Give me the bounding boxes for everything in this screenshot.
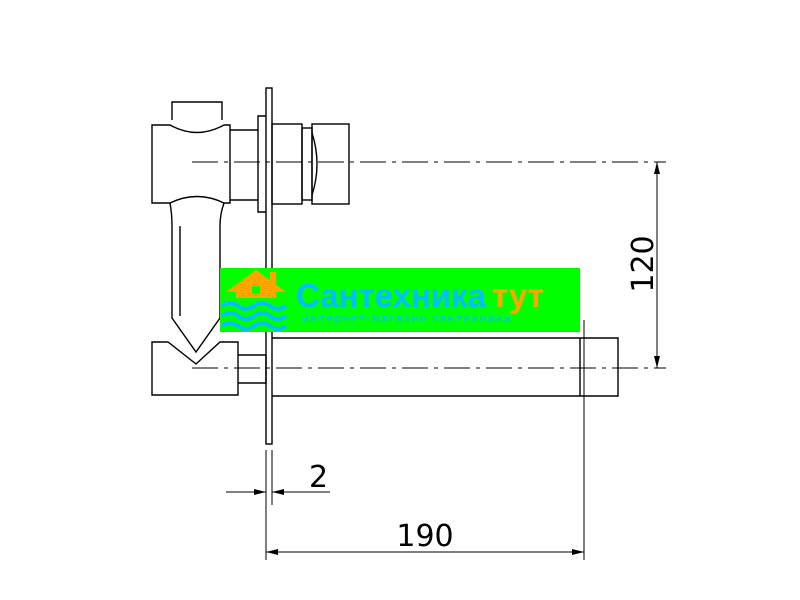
watermark-tagline: интернет-магазин сантехники bbox=[302, 312, 512, 325]
center-lines bbox=[192, 161, 666, 369]
valve-body bbox=[151, 101, 267, 396]
dimension-height: 120 bbox=[626, 162, 661, 368]
dimension-height-label: 120 bbox=[626, 235, 661, 292]
dimension-wall-thickness: 2 bbox=[226, 460, 330, 495]
watermark-background bbox=[220, 268, 580, 332]
extension-lines bbox=[265, 320, 585, 560]
handle bbox=[230, 115, 350, 213]
dimension-spout-length: 190 bbox=[266, 519, 584, 555]
watermark-brand-accent: тут bbox=[492, 277, 544, 314]
lower-block bbox=[151, 341, 239, 396]
connecting-tube bbox=[169, 202, 225, 354]
top-nut bbox=[171, 101, 223, 120]
house-waves-icon bbox=[220, 270, 288, 331]
dimension-spout-length-label: 190 bbox=[396, 519, 453, 554]
lower-stub bbox=[238, 354, 267, 384]
dimension-wall-thickness-label: 2 bbox=[309, 460, 328, 495]
wall-plate bbox=[265, 87, 273, 445]
spout bbox=[272, 337, 619, 397]
watermark-brand-main: Сантехника bbox=[296, 277, 487, 314]
upper-block bbox=[151, 124, 231, 204]
